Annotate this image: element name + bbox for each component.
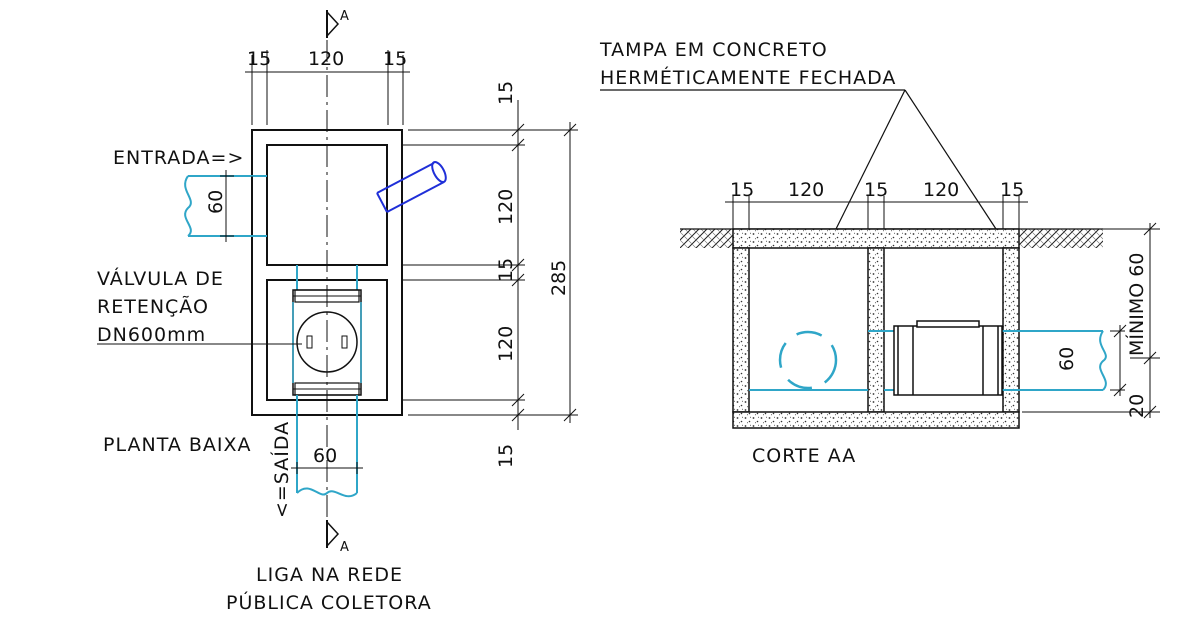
section-inlet-opening xyxy=(778,330,838,390)
valve-label-line2: RETENÇÃO xyxy=(97,295,209,318)
footer-line2: PÚBLICA COLETORA xyxy=(226,590,432,614)
lid-label-line1: TAMPA EM CONCRETO xyxy=(599,39,828,61)
section-title: CORTE AA xyxy=(752,445,856,467)
plan-dim-right-d4: 120 xyxy=(495,326,517,362)
section-dim-d1: 15 xyxy=(730,179,754,201)
entrada-label: ENTRADA=> xyxy=(113,147,244,169)
footer-line1: LIGA NA REDE xyxy=(256,564,403,586)
plan-lower-chamber xyxy=(266,279,388,401)
saida-label: <=SAÍDA xyxy=(270,421,293,518)
plan-outlet-dim: 60 xyxy=(313,445,337,467)
section-dimension-top xyxy=(725,196,1028,230)
plan-middle-pipe xyxy=(296,265,358,290)
valve-label-line3: DN600mm xyxy=(97,324,206,346)
check-valve xyxy=(292,289,362,396)
plan-dimension-right xyxy=(402,100,578,430)
plan-view: A 15 120 15 xyxy=(97,9,578,614)
plan-dim-right-d5: 15 xyxy=(495,444,517,468)
section-bottom-dim: 20 xyxy=(1126,394,1148,418)
lid-leader xyxy=(600,89,997,230)
section-marker-bottom: A xyxy=(326,520,349,555)
plan-dim-right-total: 285 xyxy=(548,260,570,296)
plan-dim-right-d3: 15 xyxy=(495,258,517,282)
section-marker-top-label: A xyxy=(340,9,349,24)
plan-dim-right-d2: 120 xyxy=(495,189,517,225)
plan-title: PLANTA BAIXA xyxy=(103,434,252,456)
soil-right xyxy=(1019,229,1103,248)
plan-inlet-dimension xyxy=(220,170,234,242)
lid-label-line2: HERMÉTICAMENTE FECHADA xyxy=(600,66,896,89)
plan-outlet-dimension xyxy=(291,462,363,474)
section-pipe-dim: 60 xyxy=(1056,347,1078,371)
blue-inlet-pipe xyxy=(376,161,447,213)
plan-outlet-pipe xyxy=(296,395,358,498)
plan-upper-chamber xyxy=(266,144,388,266)
plan-dim-top-center: 120 xyxy=(308,48,344,70)
section-valve xyxy=(893,320,1003,396)
section-dim-d2: 120 xyxy=(788,179,824,201)
section-dimension-right xyxy=(1022,222,1160,419)
plan-dim-top-right: 15 xyxy=(383,48,407,70)
section-dim-d3: 15 xyxy=(864,179,888,201)
section-minimo-dim: MÍNIMO 60 xyxy=(1125,253,1148,356)
plan-dimension-top xyxy=(245,50,410,125)
section-concrete xyxy=(732,228,1020,429)
plan-dim-top-left: 15 xyxy=(247,48,271,70)
section-marker-bottom-label: A xyxy=(340,540,349,555)
section-dim-d5: 15 xyxy=(1000,179,1024,201)
plan-dim-right-d1: 15 xyxy=(495,81,517,105)
section-dim-d4: 120 xyxy=(923,179,959,201)
soil-left xyxy=(680,229,733,248)
valve-label-line1: VÁLVULA DE xyxy=(97,267,224,290)
section-marker-top: A xyxy=(326,9,349,38)
plan-inlet-dim: 60 xyxy=(205,190,227,214)
section-view: TAMPA EM CONCRETO HERMÉTICAMENTE FECHADA… xyxy=(599,39,1160,467)
